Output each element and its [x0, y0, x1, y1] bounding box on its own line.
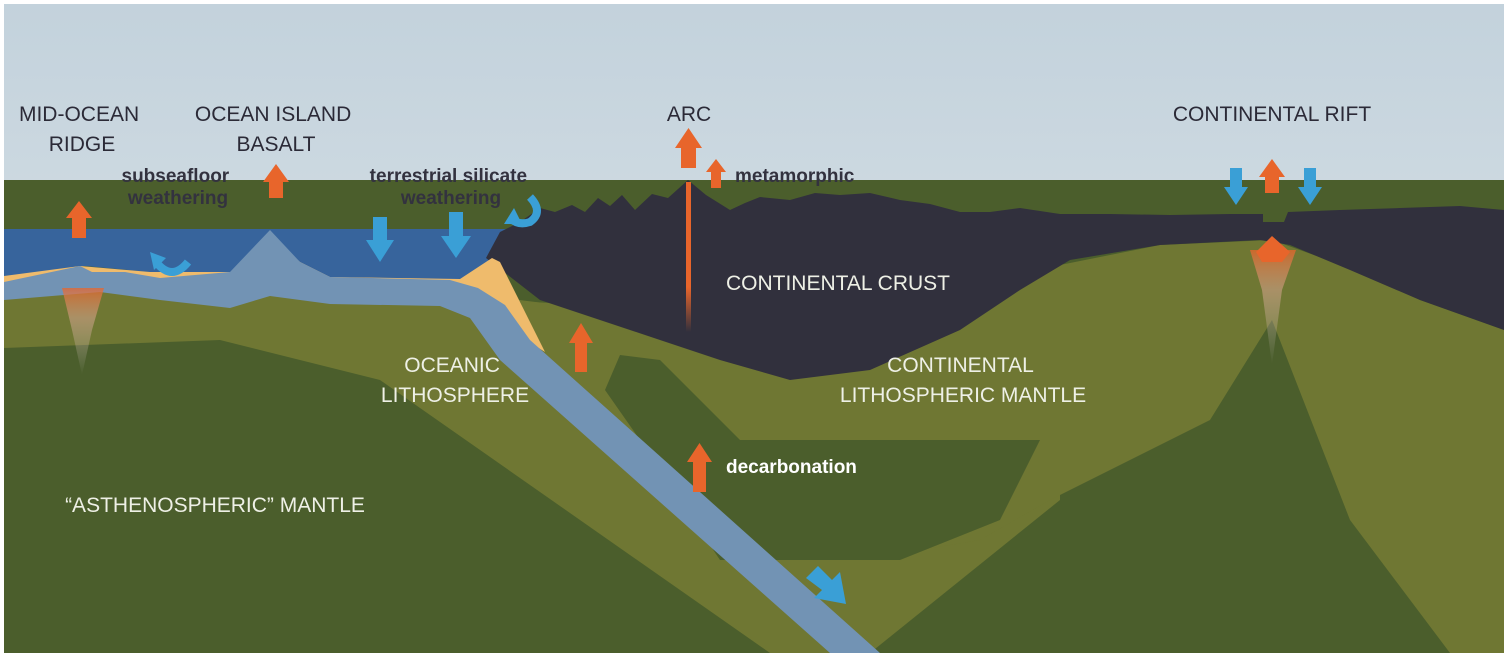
mid-ocean-ridge-emission-arrow	[66, 201, 92, 238]
ocean-island-emission-arrow	[263, 164, 289, 198]
oceanic-lithosphere-label: OCEANIC LITHOSPHERE	[381, 354, 529, 407]
rift-uptake-arrow-right	[1298, 168, 1322, 205]
mid-ocean-ridge-label: MID-OCEAN RIDGE	[19, 103, 145, 156]
metamorphic-label: metamorphic	[735, 166, 855, 187]
mid-ocean-ridge-plume	[62, 288, 104, 375]
ocean-uptake-arrow-2	[441, 212, 471, 258]
terrestrial-weathering-arrowhead	[504, 208, 522, 224]
continental-rift-label: CONTINENTAL RIFT	[1173, 103, 1372, 126]
continental-lithospheric-mantle-label: CONTINENTAL LITHOSPHERIC MANTLE	[840, 354, 1086, 407]
arc-emission-arrow	[675, 128, 702, 168]
oceanic-crust-slab	[4, 230, 880, 653]
arc-label: ARC	[667, 103, 711, 126]
ocean-uptake-arrow-1	[366, 217, 394, 262]
uptake-arrows	[150, 168, 1322, 604]
metamorphic-emission-arrow	[706, 159, 726, 188]
ocean-island-basalt-label: OCEAN ISLAND BASALT	[195, 103, 357, 156]
subseafloor-weathering-label: subseafloor weathering	[122, 166, 235, 209]
subseafloor-weathering-arrowhead	[150, 252, 166, 270]
rift-uptake-arrow-left	[1224, 168, 1248, 205]
rift-plume	[1250, 250, 1296, 365]
emission-arrows	[66, 128, 1285, 492]
slab-subduction-arrow	[806, 566, 846, 604]
decarbonation-emission-arrow	[687, 443, 712, 492]
terrestrial-silicate-weathering-label: terrestrial silicate weathering	[370, 166, 533, 209]
continental-crust	[486, 180, 1504, 380]
rift-emission-arrow	[1259, 159, 1285, 193]
decarbonation-label: decarbonation	[726, 457, 857, 478]
continental-crust-label: CONTINENTAL CRUST	[726, 272, 950, 295]
arc-magma-conduit	[686, 182, 691, 332]
asthenospheric-mantle-label: “ASTHENOSPHERIC” MANTLE	[65, 494, 365, 517]
subduction-emission-arrow	[569, 323, 593, 372]
rift-magma-top	[1256, 236, 1290, 262]
